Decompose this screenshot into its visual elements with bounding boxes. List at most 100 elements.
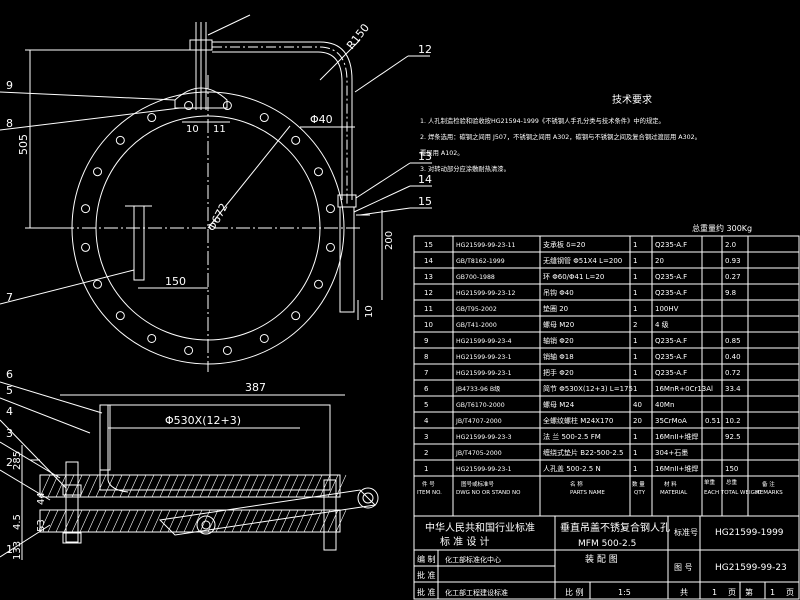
bolt-hole <box>93 167 103 177</box>
bom-cell-qty: 1 <box>633 449 637 457</box>
hatch-line <box>207 509 219 533</box>
bom-cell-material: 40Mn <box>655 401 674 409</box>
bolt-hole <box>259 333 269 343</box>
bom-header-total_cn: 总重 <box>726 478 738 486</box>
bom-cell-code: HG21599-99-23-1 <box>456 466 512 473</box>
bom-cell-material: Q235-A.F <box>655 337 687 345</box>
bom-cell-total: 0.72 <box>725 369 741 377</box>
bom-cell-no: 2 <box>424 449 428 457</box>
leader-12 <box>354 55 409 93</box>
front-view: 387 Φ530X(12+3) 285 44 4.5 53 133 6 5 <box>0 368 379 560</box>
bom-cell-no: 5 <box>424 401 428 409</box>
flange-item3 <box>39 474 341 498</box>
bom-header-no_en: ITEM NO. <box>417 490 442 496</box>
dim-d40: Φ40 <box>310 113 333 126</box>
bom-cell-name: 无缝钢管 Φ51X4 L=200 <box>543 256 622 265</box>
balloon-5: 5 <box>6 384 13 397</box>
leader-13 <box>355 162 411 199</box>
bom-cell-total: 150 <box>725 465 738 473</box>
bolt-hole <box>313 167 323 177</box>
bom-cell-no: 10 <box>424 321 433 329</box>
hatch-line <box>175 509 187 533</box>
bom-cell-total: 9.8 <box>725 289 736 297</box>
bom-header-unit_cn: 单重 <box>704 478 716 486</box>
tech-heading: 技术要求 <box>612 93 652 106</box>
dim-285: 285 <box>12 451 23 470</box>
bom-cell-code: JB4733-96 B级 <box>455 385 500 393</box>
bom-cell-qty: 40 <box>633 401 642 409</box>
hatch-line <box>127 474 139 498</box>
hatch-line <box>319 509 331 533</box>
tech-item-3: 覆层用 A102。 <box>420 149 464 157</box>
hatch-line <box>287 509 299 533</box>
balloon-7: 7 <box>6 291 13 304</box>
bom-cell-qty: 20 <box>633 417 642 425</box>
hatch-line <box>263 474 275 498</box>
leader-8 <box>0 107 181 131</box>
bom-cell-no: 1 <box>424 465 428 473</box>
hatch-line <box>295 474 307 498</box>
bom-cell-name: 销轴 Φ18 <box>543 352 574 361</box>
bom-cell-code: HG21599-99-23-3 <box>456 434 512 441</box>
tb-dwg-label: 图 号 <box>674 563 693 572</box>
lifting-hook-outer <box>212 41 353 200</box>
leader-1 <box>0 524 51 558</box>
dim-133: 133 <box>12 541 23 560</box>
bolt-hole <box>291 135 301 145</box>
bom-cell-no: 15 <box>424 241 433 249</box>
bom-cell-name: 全螺纹螺柱 M24X170 <box>543 416 613 425</box>
hatch-line <box>159 474 171 498</box>
bom-cell-qty: 1 <box>633 433 637 441</box>
bom-header-code_cn: 图号或标准号 <box>461 480 495 488</box>
tb-title-3: 装 配 图 <box>585 553 618 565</box>
lifting-hook-inner <box>212 51 343 200</box>
handle-part <box>133 205 145 281</box>
hatch-line <box>151 509 163 533</box>
leader-14 <box>353 185 411 213</box>
hatch-line <box>223 474 235 498</box>
bom-header-weight_en: EACH TOTAL WEIGHT <box>704 490 763 496</box>
bom-cell-code: GB/T95-2002 <box>456 306 497 313</box>
bom-cell-total: 0.85 <box>725 337 741 345</box>
hinge-eye-right <box>357 487 379 509</box>
bom-cell-name: 吊钩 Φ40 <box>543 288 574 297</box>
balloon-2: 2 <box>6 456 13 469</box>
dim-387: 387 <box>245 381 266 394</box>
balloon-12: 12 <box>418 43 432 56</box>
tb-std-value: HG21599-1999 <box>715 528 784 538</box>
bom-cell-no: 11 <box>424 305 433 313</box>
bom-cell-name: 法 兰 500-2.5 FM <box>543 432 601 441</box>
stud-bolt-left <box>65 461 79 543</box>
bom-cell-name: 环 Φ60/Φ41 L=20 <box>543 273 604 281</box>
bom-cell-no: 4 <box>424 417 429 425</box>
bolt-hole <box>313 279 323 289</box>
dim-11: 11 <box>213 124 226 135</box>
dim-4-5: 4.5 <box>12 514 23 530</box>
top-view: Φ672 R150 Φ40 505 150 10 11 200 <box>17 14 395 372</box>
bom-header-name_en: PARTS NAME <box>570 490 605 496</box>
bom-cell-total: 0.93 <box>725 257 741 265</box>
dim-505: 505 <box>17 134 30 155</box>
hatch-line <box>159 509 171 533</box>
hatch-line <box>231 474 243 498</box>
bom-cell-total: 33.4 <box>725 385 741 393</box>
tech-requirements: 技术要求 1. 人孔制造检验和验收按HG21594-1999《不锈钢人手孔分类与… <box>420 93 752 233</box>
bom-cell-material: 35CrMoA <box>655 417 687 425</box>
hatch-line <box>183 509 195 533</box>
hatch-line <box>223 509 235 533</box>
bom-cell-material: 16MnII+堆焊 <box>655 432 698 441</box>
bom-cell-code: JB/T4705-2000 <box>455 450 502 457</box>
bom-cell-material: 4 级 <box>655 320 669 329</box>
dim-r150: R150 <box>344 21 372 52</box>
hatch-line <box>79 474 91 498</box>
hatch-line <box>151 474 163 498</box>
hatch-line <box>287 474 299 498</box>
hatch-line <box>103 509 115 533</box>
dim-10b: 10 <box>364 305 375 318</box>
dim-d672: Φ672 <box>205 201 230 233</box>
bom-cell-code: GB/T6170-2000 <box>456 402 505 409</box>
hatch-line <box>239 509 251 533</box>
leader-7 <box>0 269 135 305</box>
hatch-line <box>135 509 147 533</box>
hatch-line <box>71 509 83 533</box>
